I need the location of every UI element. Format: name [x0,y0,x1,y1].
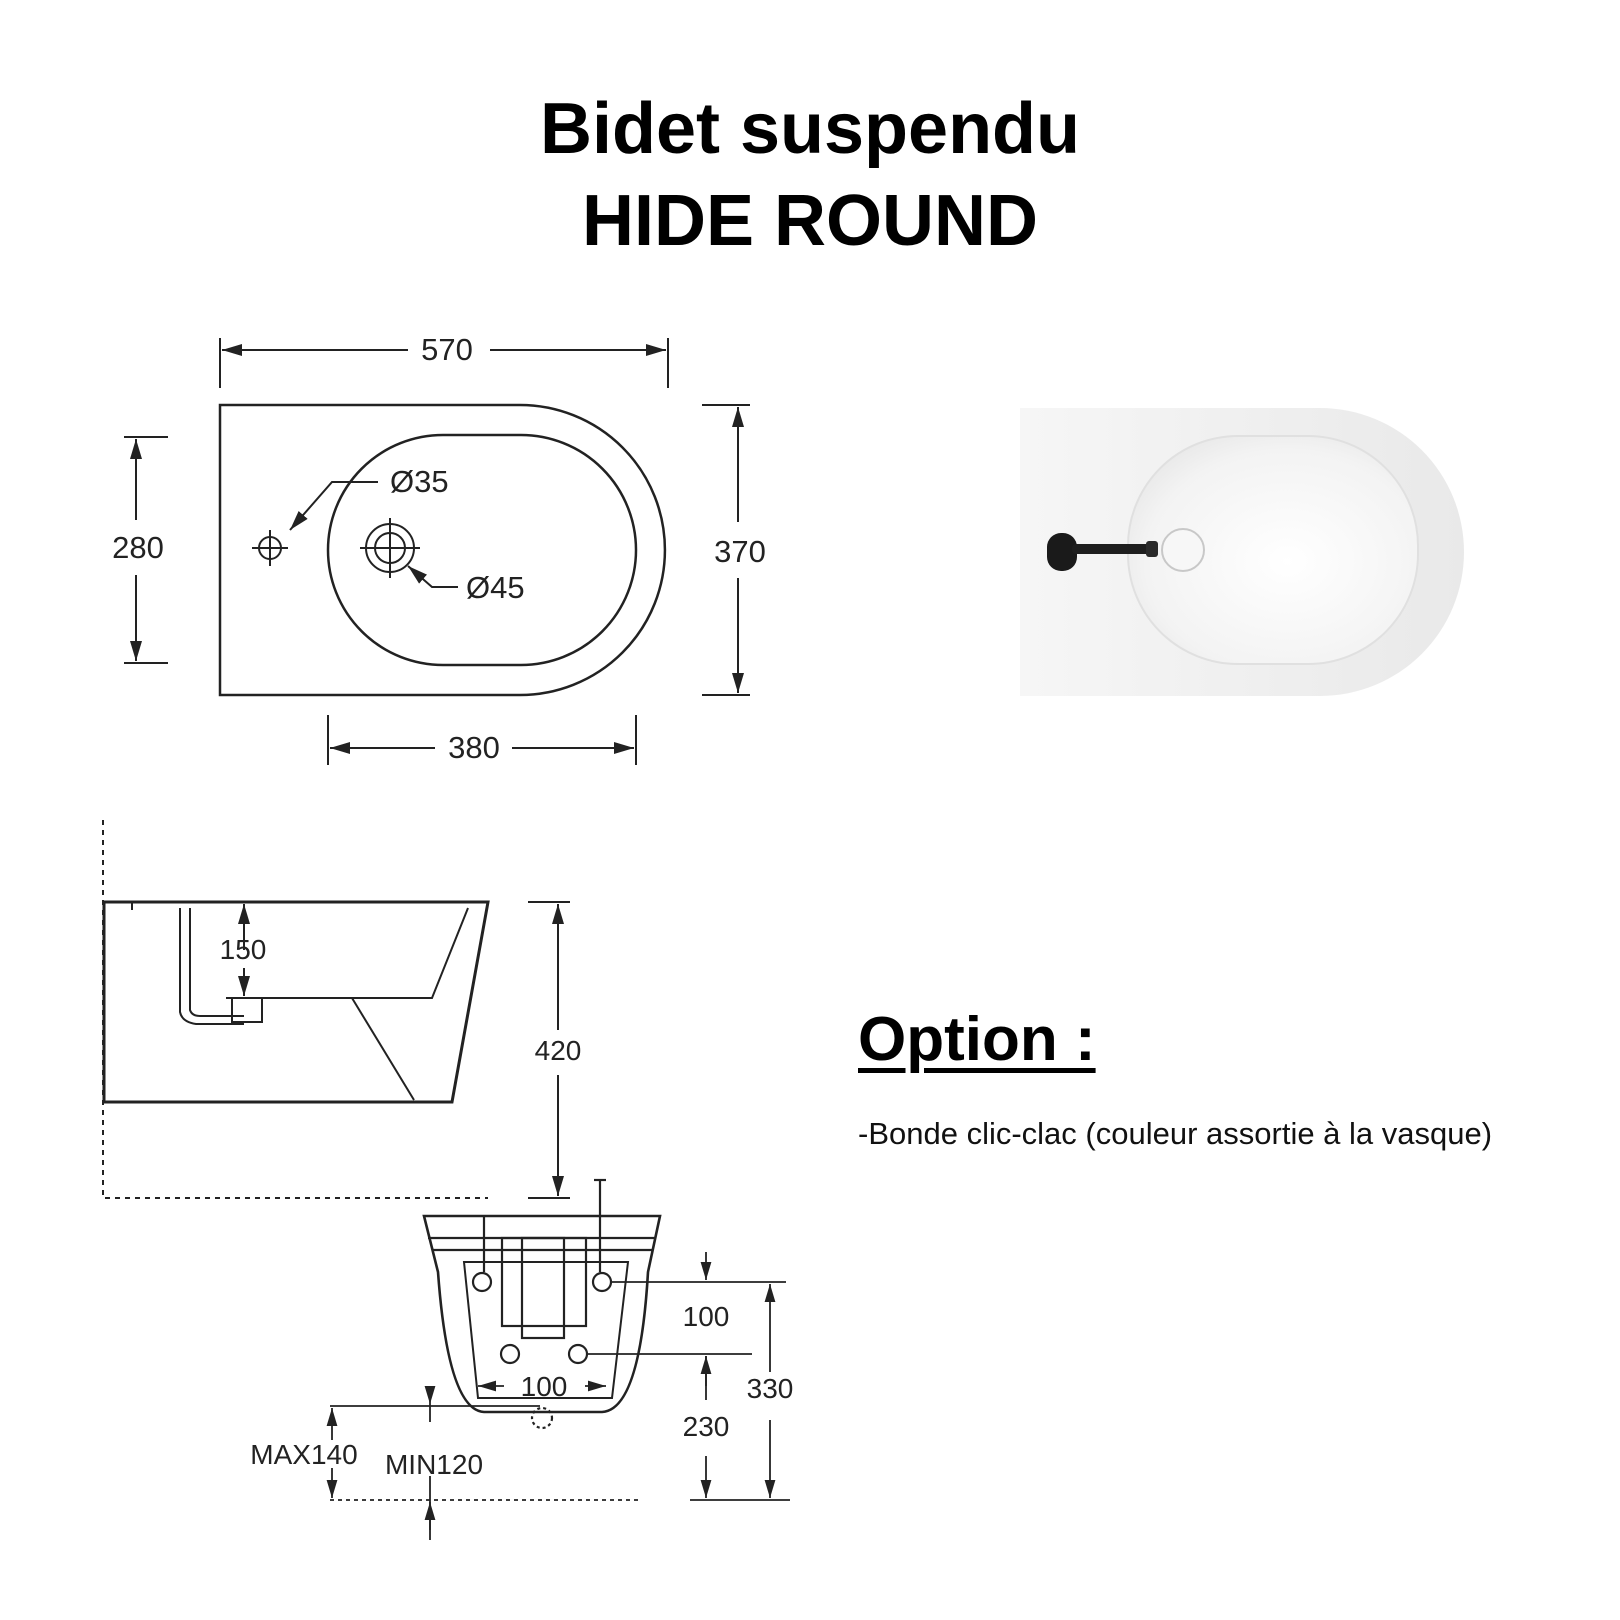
dim-min-label: MIN120 [385,1449,483,1480]
drain-hole-label: Ø45 [466,570,525,605]
drain-cap [1161,528,1205,572]
dim-height-label: 420 [535,1035,582,1066]
top-view-bowl [326,433,638,667]
dim-drain-height-label: 230 [683,1411,730,1442]
top-view [124,338,750,765]
faucet [1047,533,1158,571]
dim-fixing-top-label: 100 [683,1301,730,1332]
dim-fixing-spacing-label: 100 [521,1371,568,1402]
dim-inner-depth-label: 280 [112,530,164,565]
tap-hole [252,530,288,566]
side-view [102,820,570,1199]
top-view-outline [218,403,667,697]
option-item: -Bonde clic-clac (couleur assortie à la … [858,1116,1493,1151]
drain-hole [360,518,420,578]
page-title: Bidet suspendu [539,89,1081,169]
product-name: HIDE ROUND [581,181,1038,261]
side-view-body [102,900,490,1104]
dim-depth-label: 370 [714,534,766,569]
product-render [1020,408,1464,696]
dim-width-label: 570 [421,332,473,367]
option-heading: Option : [858,1005,1096,1074]
dim-bowl-depth-label: 150 [220,934,267,965]
tap-hole-label: Ø35 [390,464,449,499]
dim-fixing-height-label: 330 [747,1373,794,1404]
dim-bowl-width-label: 380 [448,730,500,765]
rear-view [326,1178,790,1540]
dim-max-label: MAX140 [250,1439,357,1470]
